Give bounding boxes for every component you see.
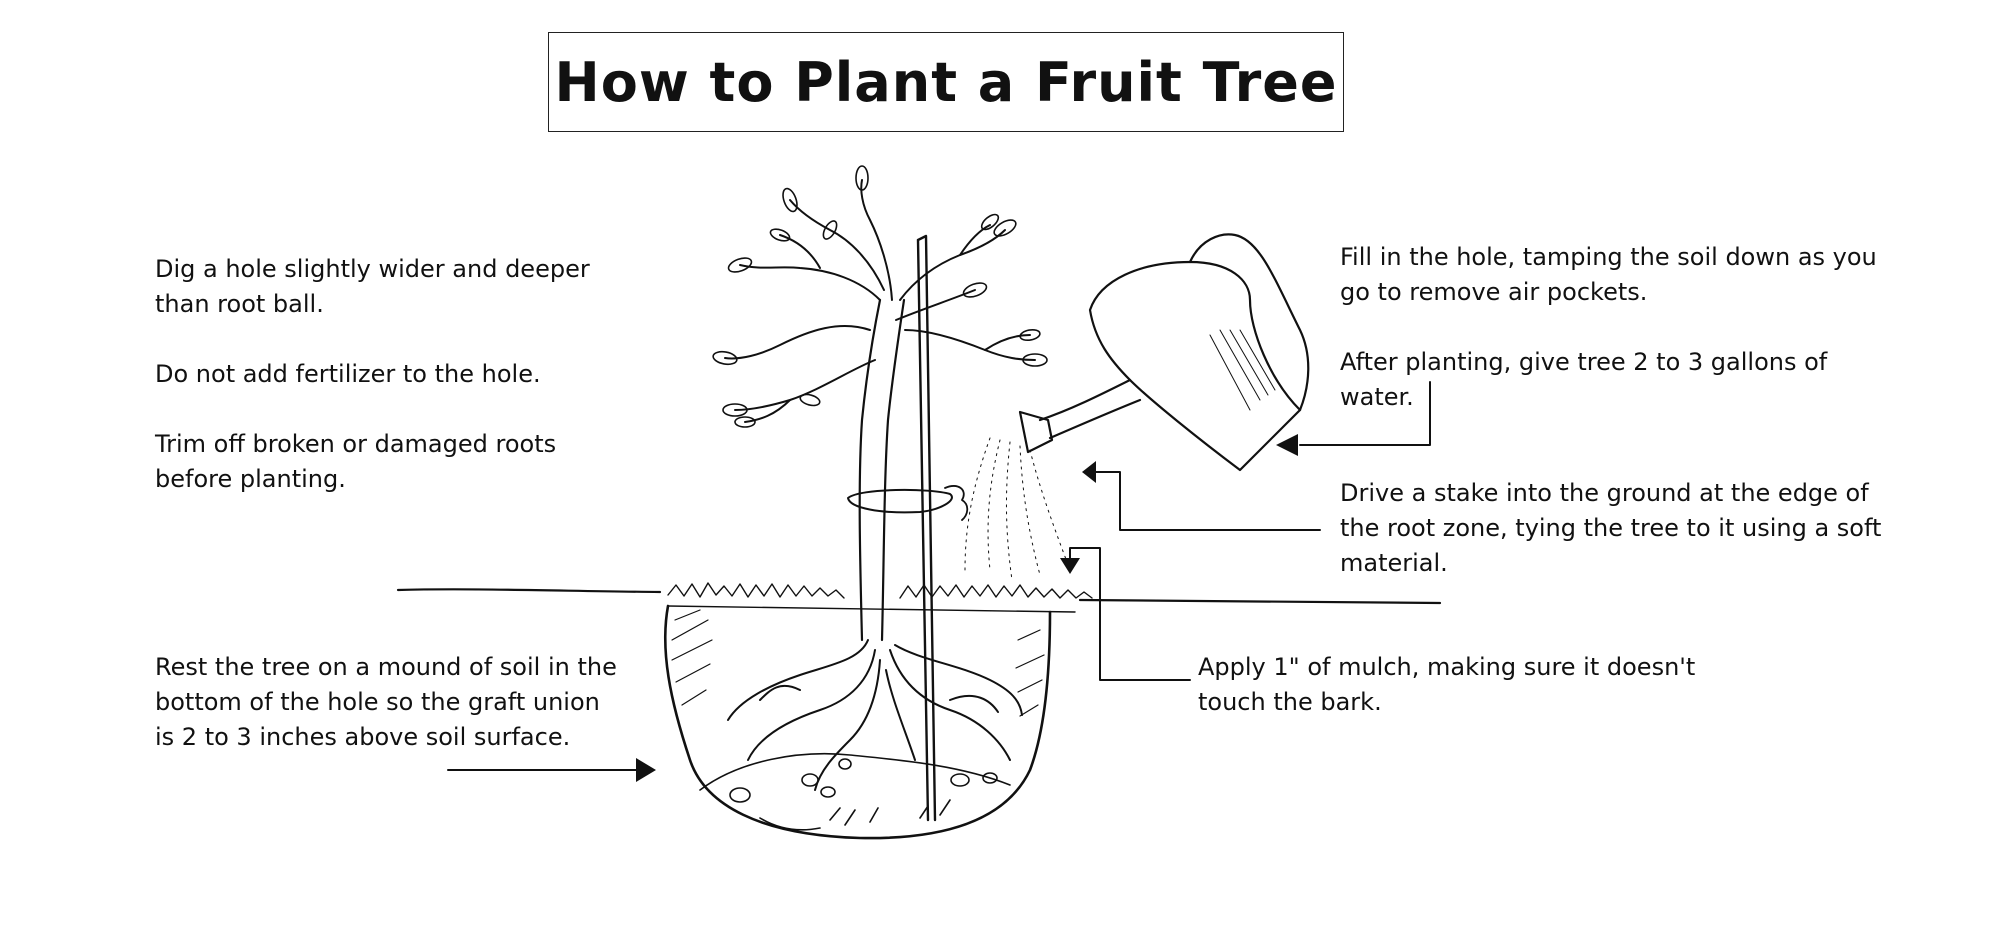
note-line: Do not add fertilizer to the hole. (155, 360, 541, 388)
note-line: Rest the tree on a mound of soil in the (155, 653, 617, 681)
trunk (858, 298, 906, 642)
note-line: is 2 to 3 inches above soil surface. (155, 723, 571, 751)
stake (916, 234, 937, 822)
note-line: Fill in the hole, tamping the soil down … (1340, 243, 1877, 271)
arrowhead-mound (636, 758, 656, 782)
branches (724, 179, 1036, 423)
arrowhead-stake (1082, 461, 1096, 483)
note-line: than root ball. (155, 290, 324, 318)
note-line: Trim off broken or damaged roots (155, 430, 557, 458)
note-line: go to remove air pockets. (1340, 278, 1648, 306)
note-mulch: Apply 1" of mulch, making sure it doesn'… (1198, 650, 1695, 720)
note-line: water. (1340, 383, 1414, 411)
note-line: Dig a hole slightly wider and deeper (155, 255, 590, 283)
title-box: How to Plant a Fruit Tree (548, 32, 1344, 132)
note-line: Apply 1" of mulch, making sure it doesn'… (1198, 653, 1696, 681)
arrowhead-water (1276, 434, 1298, 456)
leaves (712, 165, 1048, 428)
note-line: the root zone, tying the tree to it usin… (1340, 514, 1882, 542)
watering-can (1018, 233, 1310, 472)
note-rest-tree: Rest the tree on a mound of soil in the … (155, 650, 617, 755)
tree-tie (847, 488, 953, 514)
note-line: touch the bark. (1198, 688, 1382, 716)
note-line: After planting, give tree 2 to 3 gallons… (1340, 348, 1828, 376)
planting-hole (663, 604, 1052, 840)
diagram-title: How to Plant a Fruit Tree (554, 50, 1338, 114)
note-stake: Drive a stake into the ground at the edg… (1340, 476, 1881, 581)
note-line: bottom of the hole so the graft union (155, 688, 600, 716)
arrowhead-mulch (1060, 558, 1080, 574)
callout-arrows (447, 381, 1431, 771)
note-water: After planting, give tree 2 to 3 gallons… (1340, 345, 1827, 415)
water-stream (964, 437, 1071, 581)
ground-line (396, 588, 1442, 605)
note-line: before planting. (155, 465, 346, 493)
note-dig-hole: Dig a hole slightly wider and deeper tha… (155, 252, 590, 497)
note-line: Drive a stake into the ground at the edg… (1340, 479, 1869, 507)
mulch (667, 582, 1093, 599)
soil-mound (699, 752, 1011, 831)
roots (727, 639, 1023, 791)
note-fill-hole: Fill in the hole, tamping the soil down … (1340, 240, 1877, 310)
note-line: material. (1340, 549, 1448, 577)
